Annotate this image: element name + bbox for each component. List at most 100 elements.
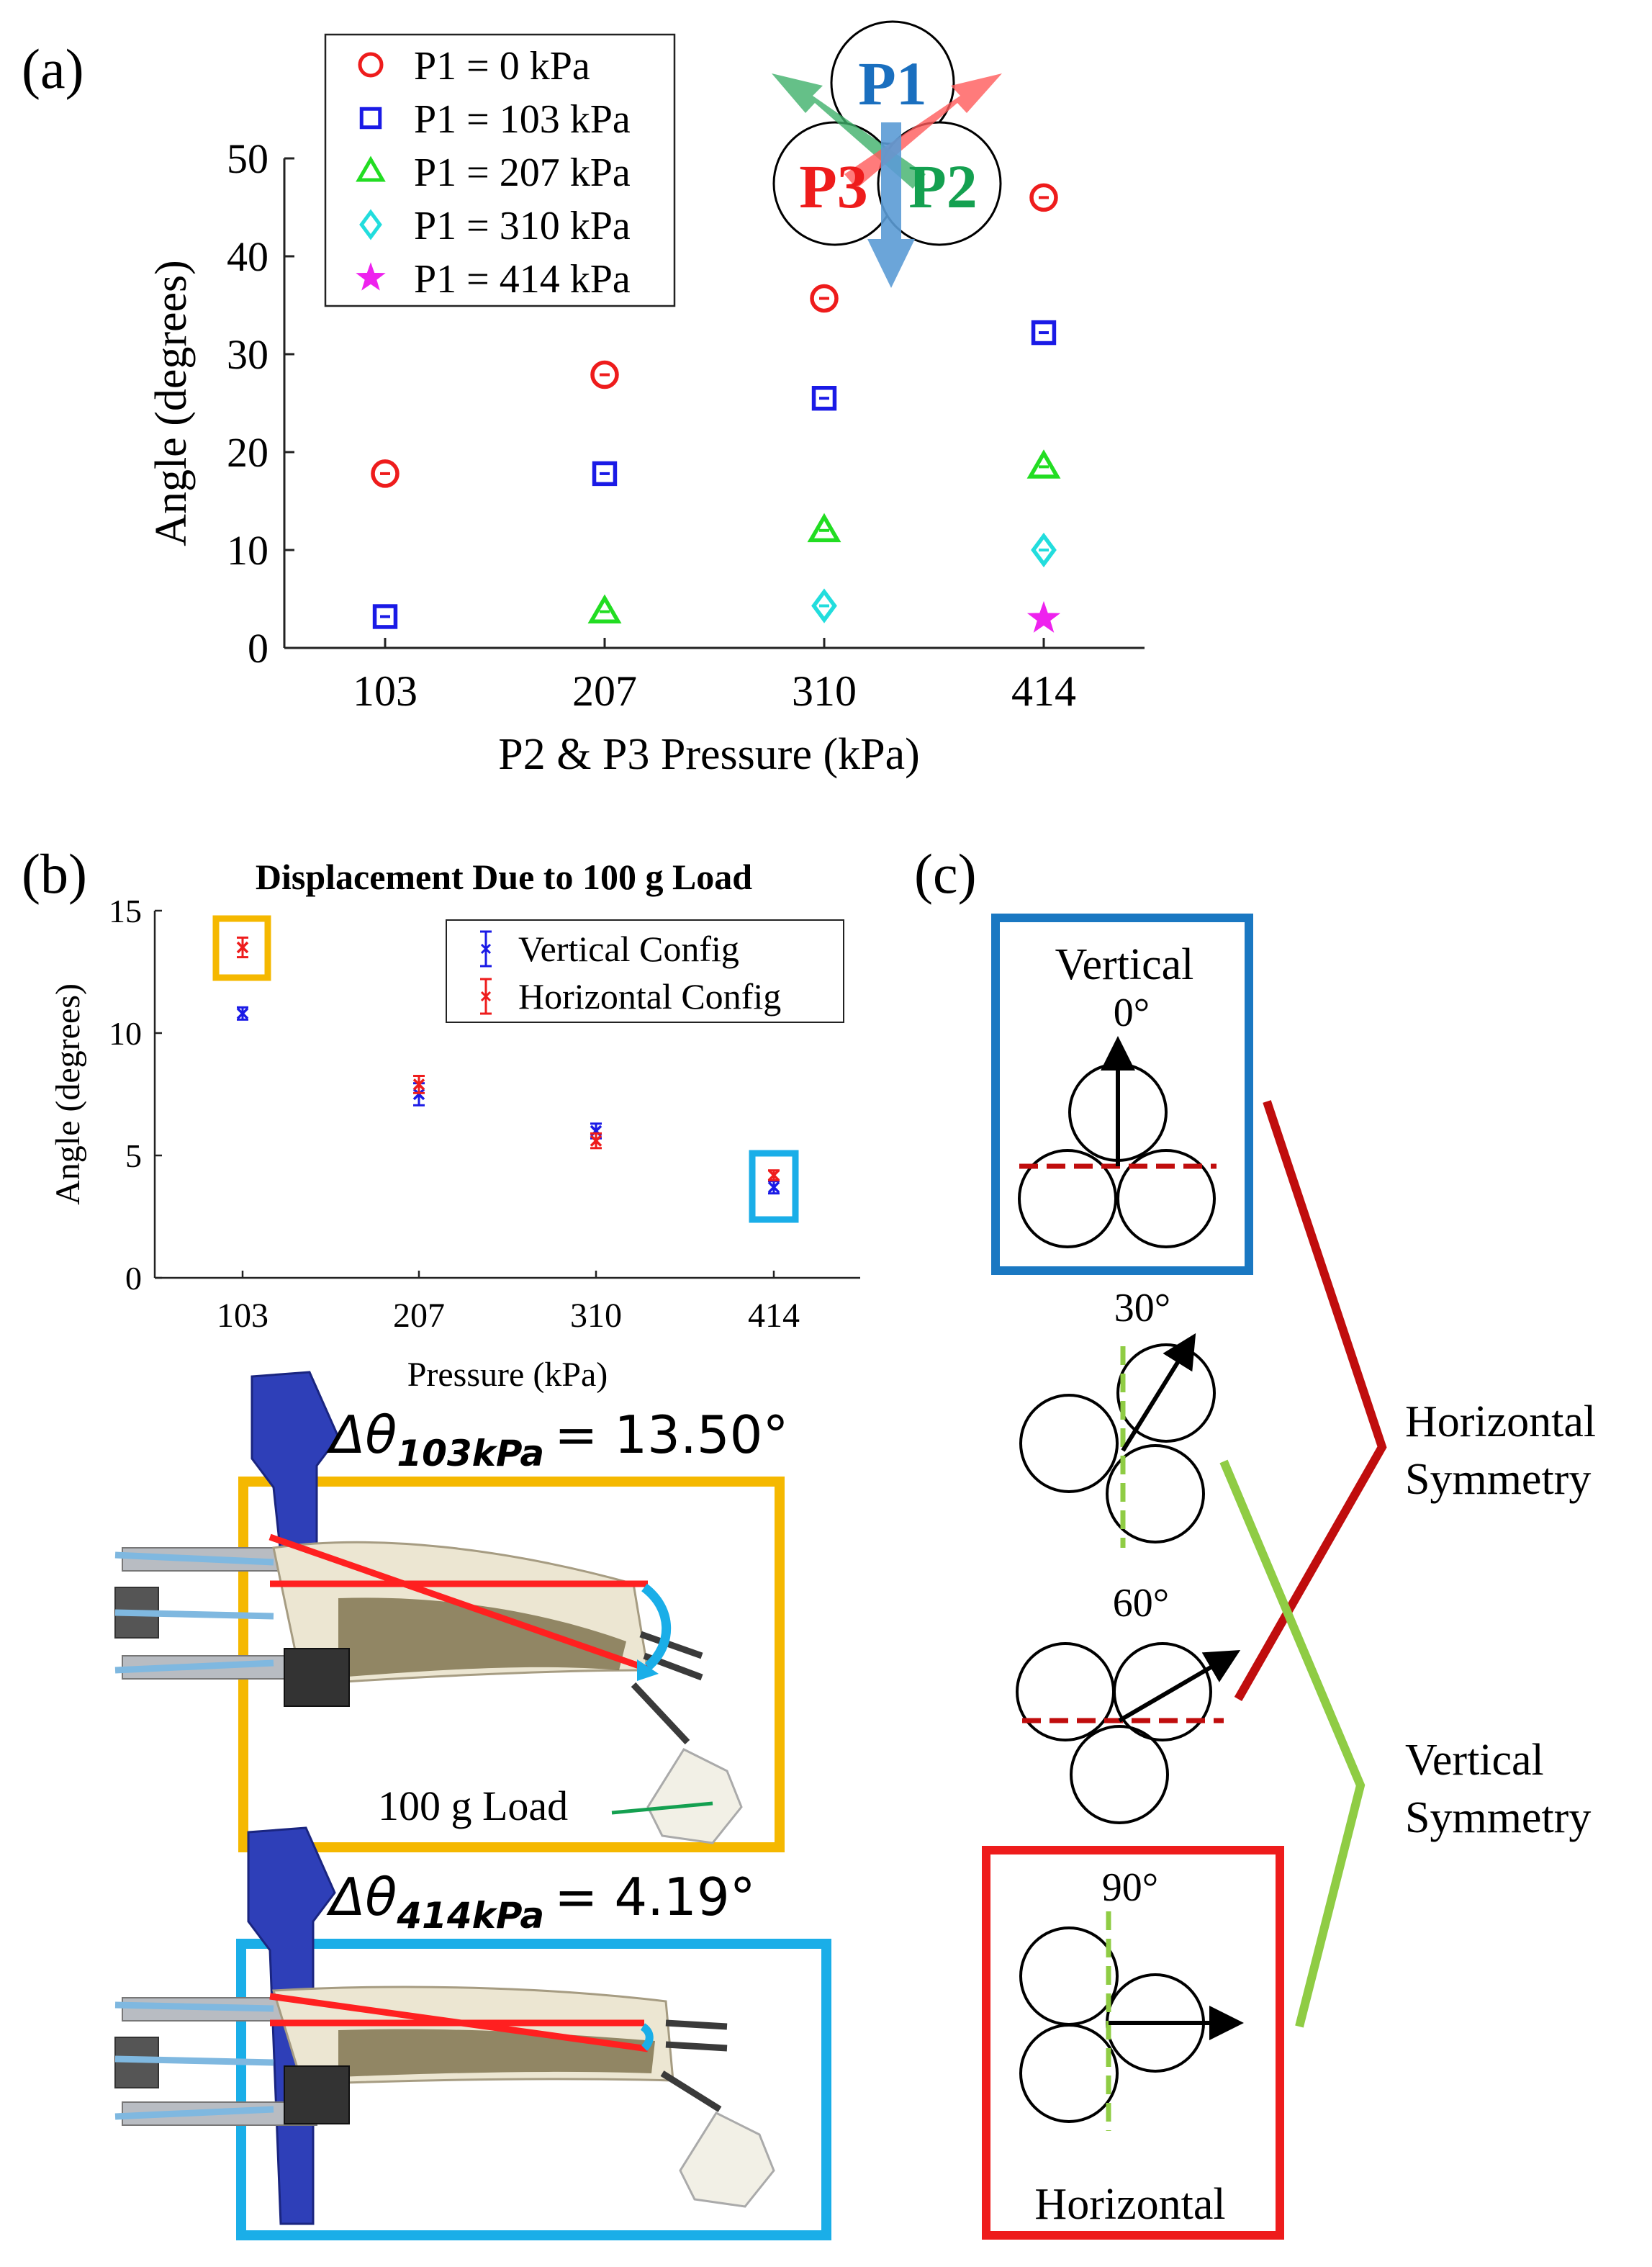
chart-a-point-circle [371,459,400,488]
chart-a-point-triangle [1026,449,1061,479]
chart-a-ytick-label: 50 [227,135,268,182]
chart-b-legend-label: Horizontal Config [518,976,781,1017]
chart-a-legend-label: P1 = 103 kPa [414,97,631,142]
chart-a-legend-marker-triangle [356,156,386,182]
inset-label-p1: P1 [858,49,927,118]
chart-a-ytick-label: 0 [248,625,268,672]
chart-b-point-horizontal [767,1169,780,1181]
chart-a-legend-label: P1 = 310 kPa [414,204,631,248]
chart-b-ytick-label: 15 [109,893,142,929]
delta-theta-414: Δθ414kPa= 4.19° [326,1867,756,1937]
delta-theta-value-top: = 13.50° [554,1405,788,1465]
vertical-circle-left [1018,1149,1117,1248]
deflection-line-bottom [269,1993,649,2052]
horizontal-circle-top [1019,1926,1119,2026]
chart-b-point-vertical [236,1006,249,1021]
chart-a-ytick-label: 10 [227,527,268,574]
chart-b-point-vertical [767,1180,780,1195]
chart-a-legend-marker-diamond [359,209,382,240]
tubes-bottom [114,2001,274,2120]
panel-a-label: (a) [22,37,84,100]
chart-a-point-circle [1029,183,1058,212]
angle-arc-top-head [637,1659,659,1681]
chart-a-ytick-label: 20 [227,429,268,476]
delta-theta-sub-bottom: 414kPa [396,1895,544,1937]
highlight-414-box [749,1150,799,1223]
photo-103kpa: 100 g Load Δθ103kPa= 13.50° [114,1371,788,1852]
chart-a-point-square [811,386,837,411]
c60-circle-right [1113,1642,1212,1741]
chart-a-legend-label: P1 = 0 kPa [414,44,590,89]
chart-a-legend-items: P1 = 0 kPa P1 = 103 kPa P1 = 207 kPa P1 = 3… [356,44,631,302]
chart-a-xtick-label: 310 [792,667,857,715]
chart-b-axes [153,911,860,1279]
chart-a-point-triangle [587,594,622,624]
chart-a-xtick-label: 103 [353,667,417,715]
svg-text:Δθ414kPa= 4.19°: Δθ414kPa= 4.19° [326,1867,756,1937]
delta-theta-value-bottom: = 4.19° [554,1867,756,1927]
delta-theta-103: Δθ103kPa= 13.50° [326,1405,788,1474]
tubes-bottom-out [660,2019,728,2112]
chart-a-x-ticks: 103 207 310 414 [353,638,1076,715]
vertical-config-box [991,914,1253,1275]
load-top [646,1748,743,1844]
horizontal-config-box [982,1846,1284,2240]
chart-b-xtick-label: 414 [748,1297,800,1335]
chart-b-ytick-label: 0 [125,1260,142,1297]
chart-b-xtick-label: 103 [217,1297,268,1335]
chart-a-point-circle [590,360,619,389]
c60-arrow [1118,1649,1241,1723]
chart-a-ytick-label: 30 [227,331,268,378]
chart-b-ytick-label: 10 [109,1015,142,1052]
chart-a-xtick-label: 414 [1011,667,1076,715]
vertical-symmetry-label-2: Symmetry [1405,1793,1591,1842]
chart-a-points [371,183,1061,633]
chart-a-legend-marker-star [356,262,386,291]
chart-a-y-ticks: 0 10 20 30 40 50 [227,135,294,672]
chart-b-y-ticks: 0 5 10 15 [109,893,162,1297]
chart-b-title: Displacement Due to 100 g Load [256,857,752,897]
c30-arrow [1121,1333,1196,1452]
vertical-circle-right [1116,1149,1216,1248]
chart-a-legend: P1 = 0 kPa P1 = 103 kPa P1 = 207 kPa P1 = 3… [324,33,676,307]
chart-a-xlabel: P2 & P3 Pressure (kPa) [498,730,920,779]
angle-90-label: 90° [1102,1865,1158,1910]
clamp-top [284,1648,350,1707]
inset-circle-p2 [877,121,1002,246]
delta-theta-symbol-bottom: Δθ [326,1867,397,1927]
horizontal-circle-bottom [1019,2024,1119,2123]
angle-arc-bottom [640,2023,654,2051]
c30-circle-top [1116,1343,1216,1443]
inset-arrow-blue [867,122,915,288]
clamp-bottom [284,2065,350,2124]
chart-a-ytick-label: 40 [227,233,268,280]
chart-a-point-diamond [811,588,837,623]
vertical-symmetry-label-1: Vertical [1405,1736,1544,1785]
actuator-top-sleeve [338,1597,626,1677]
chart-a-xtick-label: 207 [572,667,637,715]
horizontal-symmetry-bracket [1234,1100,1387,1701]
inset-label-p3: P3 [799,152,868,221]
vertical-title: Vertical [1055,940,1194,989]
c60-circle-left [1016,1642,1115,1741]
chart-a-point-triangle [807,513,841,543]
chart-b-ylabel: Angle (degrees) [49,983,87,1205]
chart-a-point-square [372,604,398,629]
chart-a-point-square [1031,320,1057,346]
chart-a-legend-marker-circle [358,52,384,78]
c60-circle-bottom [1070,1725,1169,1824]
chart-b-legend-label: Vertical Config [518,929,739,969]
chart-a-legend-marker-square [359,107,382,130]
chart-b-xlabel: Pressure (kPa) [407,1356,608,1394]
chart-a-ylabel: Angle (degrees) [147,260,196,546]
horizontal-title: Horizontal [1034,2180,1225,2229]
inset-label-p2: P2 [908,152,978,221]
chart-b-ytick-label: 5 [125,1137,142,1174]
chart-a-legend-label: P1 = 207 kPa [414,150,631,195]
horizontal-symmetry-label-2: Symmetry [1405,1455,1591,1504]
angle-0-label: 0° [1114,991,1150,1035]
panel-c: (c) Vertical 0° 30° 60° 90° Horizontal [914,842,1596,2240]
